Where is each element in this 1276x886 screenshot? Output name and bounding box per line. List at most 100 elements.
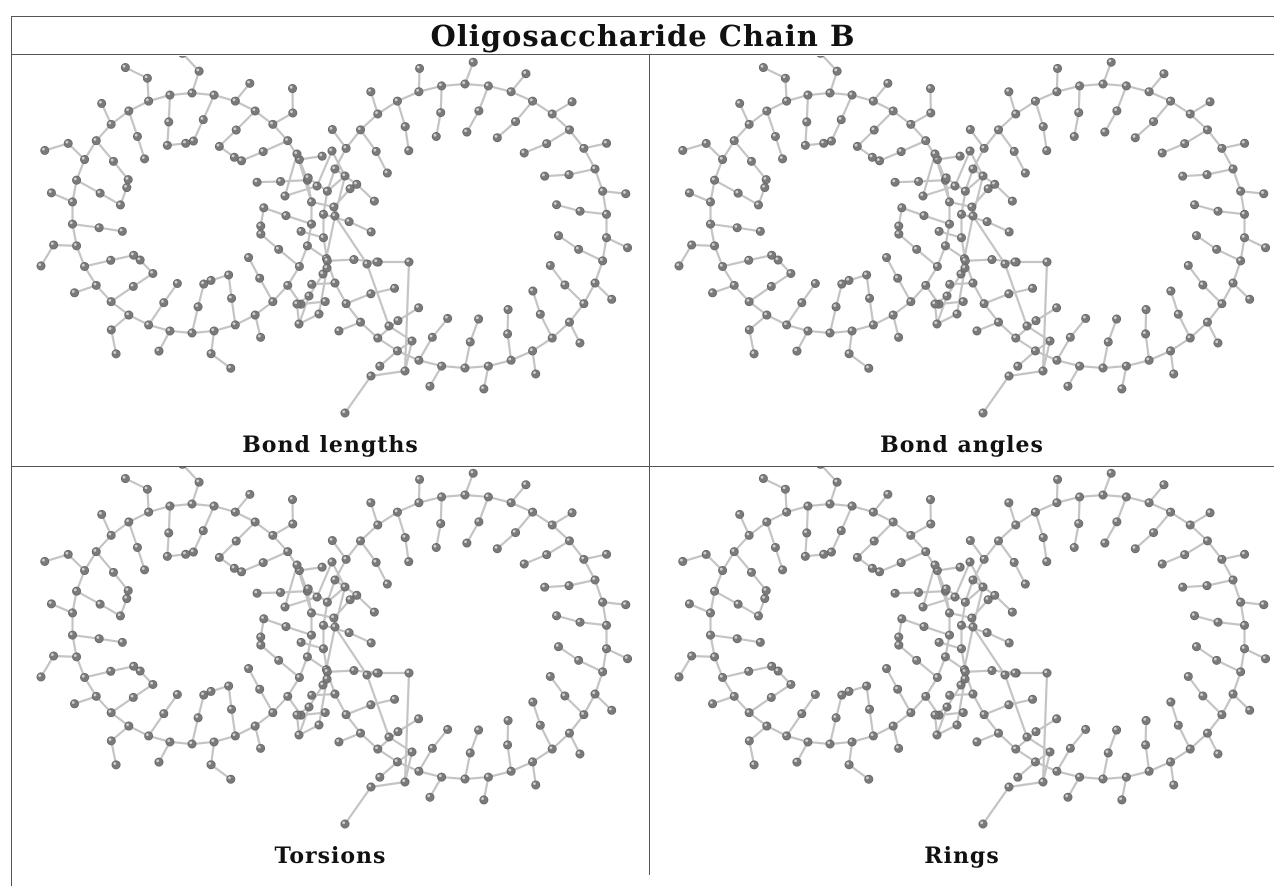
- atom-highlight: [689, 653, 692, 656]
- atom: [959, 297, 967, 305]
- atom: [882, 253, 890, 261]
- atom-highlight: [72, 290, 75, 293]
- atom: [576, 618, 584, 626]
- atom: [1053, 64, 1061, 72]
- atom: [1023, 733, 1031, 741]
- atom-highlight: [1006, 640, 1009, 643]
- atom-highlight: [126, 519, 129, 522]
- atom: [1070, 543, 1078, 551]
- atom: [1099, 80, 1107, 88]
- atom: [1028, 284, 1036, 292]
- atom-highlight: [309, 282, 312, 285]
- atom-highlight: [1242, 646, 1245, 649]
- atom: [356, 318, 364, 326]
- atom: [602, 645, 610, 653]
- atom: [1166, 508, 1174, 516]
- atom-highlight: [708, 199, 711, 202]
- atom: [969, 165, 977, 173]
- atom-highlight: [368, 640, 371, 643]
- atom: [118, 638, 126, 646]
- atom: [257, 222, 265, 230]
- atom-highlight: [309, 610, 312, 613]
- atom-highlight: [1205, 538, 1208, 541]
- atom-highlight: [1047, 749, 1050, 752]
- atom: [884, 490, 892, 498]
- atom-highlight: [892, 180, 895, 183]
- atom-highlight: [38, 263, 41, 266]
- atom-highlight: [332, 280, 335, 283]
- atom-highlight: [191, 549, 194, 552]
- atom: [941, 242, 949, 250]
- atom: [1192, 231, 1200, 239]
- atom: [107, 256, 115, 264]
- atom: [848, 327, 856, 335]
- atom: [1075, 519, 1083, 527]
- atom-highlight: [226, 683, 229, 686]
- atom-highlight: [1106, 339, 1109, 342]
- atom-highlight: [1054, 716, 1057, 719]
- atom: [257, 633, 265, 641]
- atom-highlight: [233, 98, 236, 101]
- atom-highlight: [604, 552, 607, 555]
- atom-highlight: [775, 668, 778, 671]
- atom-highlight: [375, 335, 378, 338]
- atom-highlight: [131, 695, 134, 698]
- atom: [303, 653, 311, 661]
- atom-highlight: [914, 247, 917, 250]
- atom-highlight: [358, 538, 361, 541]
- atom: [897, 147, 905, 155]
- atom: [414, 715, 422, 723]
- atom-highlight: [373, 149, 376, 152]
- atom-highlight: [183, 552, 186, 555]
- atom: [1043, 669, 1051, 677]
- atom-highlight: [708, 221, 711, 224]
- atom: [493, 134, 501, 142]
- bond: [285, 597, 317, 607]
- atom-highlight: [896, 642, 899, 645]
- atom-highlight: [226, 272, 229, 275]
- atom-highlight: [914, 658, 917, 661]
- atom-highlight: [1013, 335, 1016, 338]
- atom: [41, 146, 49, 154]
- atom: [745, 120, 753, 128]
- atom: [554, 231, 562, 239]
- atom-highlight: [1171, 782, 1174, 785]
- atom-highlight: [896, 231, 899, 234]
- atom-highlight: [1146, 769, 1149, 772]
- atom-highlight: [756, 613, 759, 616]
- atom: [988, 255, 996, 263]
- atom: [568, 509, 576, 517]
- atom: [1053, 356, 1061, 364]
- atom: [318, 152, 326, 160]
- atom: [281, 603, 289, 611]
- atom-highlight: [794, 759, 797, 762]
- atom-highlight: [758, 640, 761, 643]
- atom-highlight: [530, 98, 533, 101]
- atom: [72, 242, 80, 250]
- atom-highlight: [581, 557, 584, 560]
- atom: [319, 621, 327, 629]
- atom-highlight: [577, 619, 580, 622]
- atom-highlight: [108, 669, 111, 672]
- atom: [1005, 228, 1013, 236]
- atom: [622, 601, 630, 609]
- atom: [484, 493, 492, 501]
- atom: [820, 550, 828, 558]
- atom: [253, 178, 261, 186]
- atom: [342, 555, 350, 563]
- atom-highlight: [351, 668, 354, 671]
- atom-highlight: [99, 101, 102, 104]
- atom: [548, 745, 556, 753]
- atom: [463, 539, 471, 547]
- atom-highlight: [191, 138, 194, 141]
- atom-highlight: [305, 243, 308, 246]
- atom: [215, 553, 223, 561]
- atom-highlight: [1124, 83, 1127, 86]
- atom-highlight: [805, 92, 808, 95]
- atom-highlight: [784, 322, 787, 325]
- atom-highlight: [604, 646, 607, 649]
- atom-highlight: [118, 613, 121, 616]
- atom: [889, 518, 897, 526]
- atom: [1101, 539, 1109, 547]
- atom: [251, 311, 259, 319]
